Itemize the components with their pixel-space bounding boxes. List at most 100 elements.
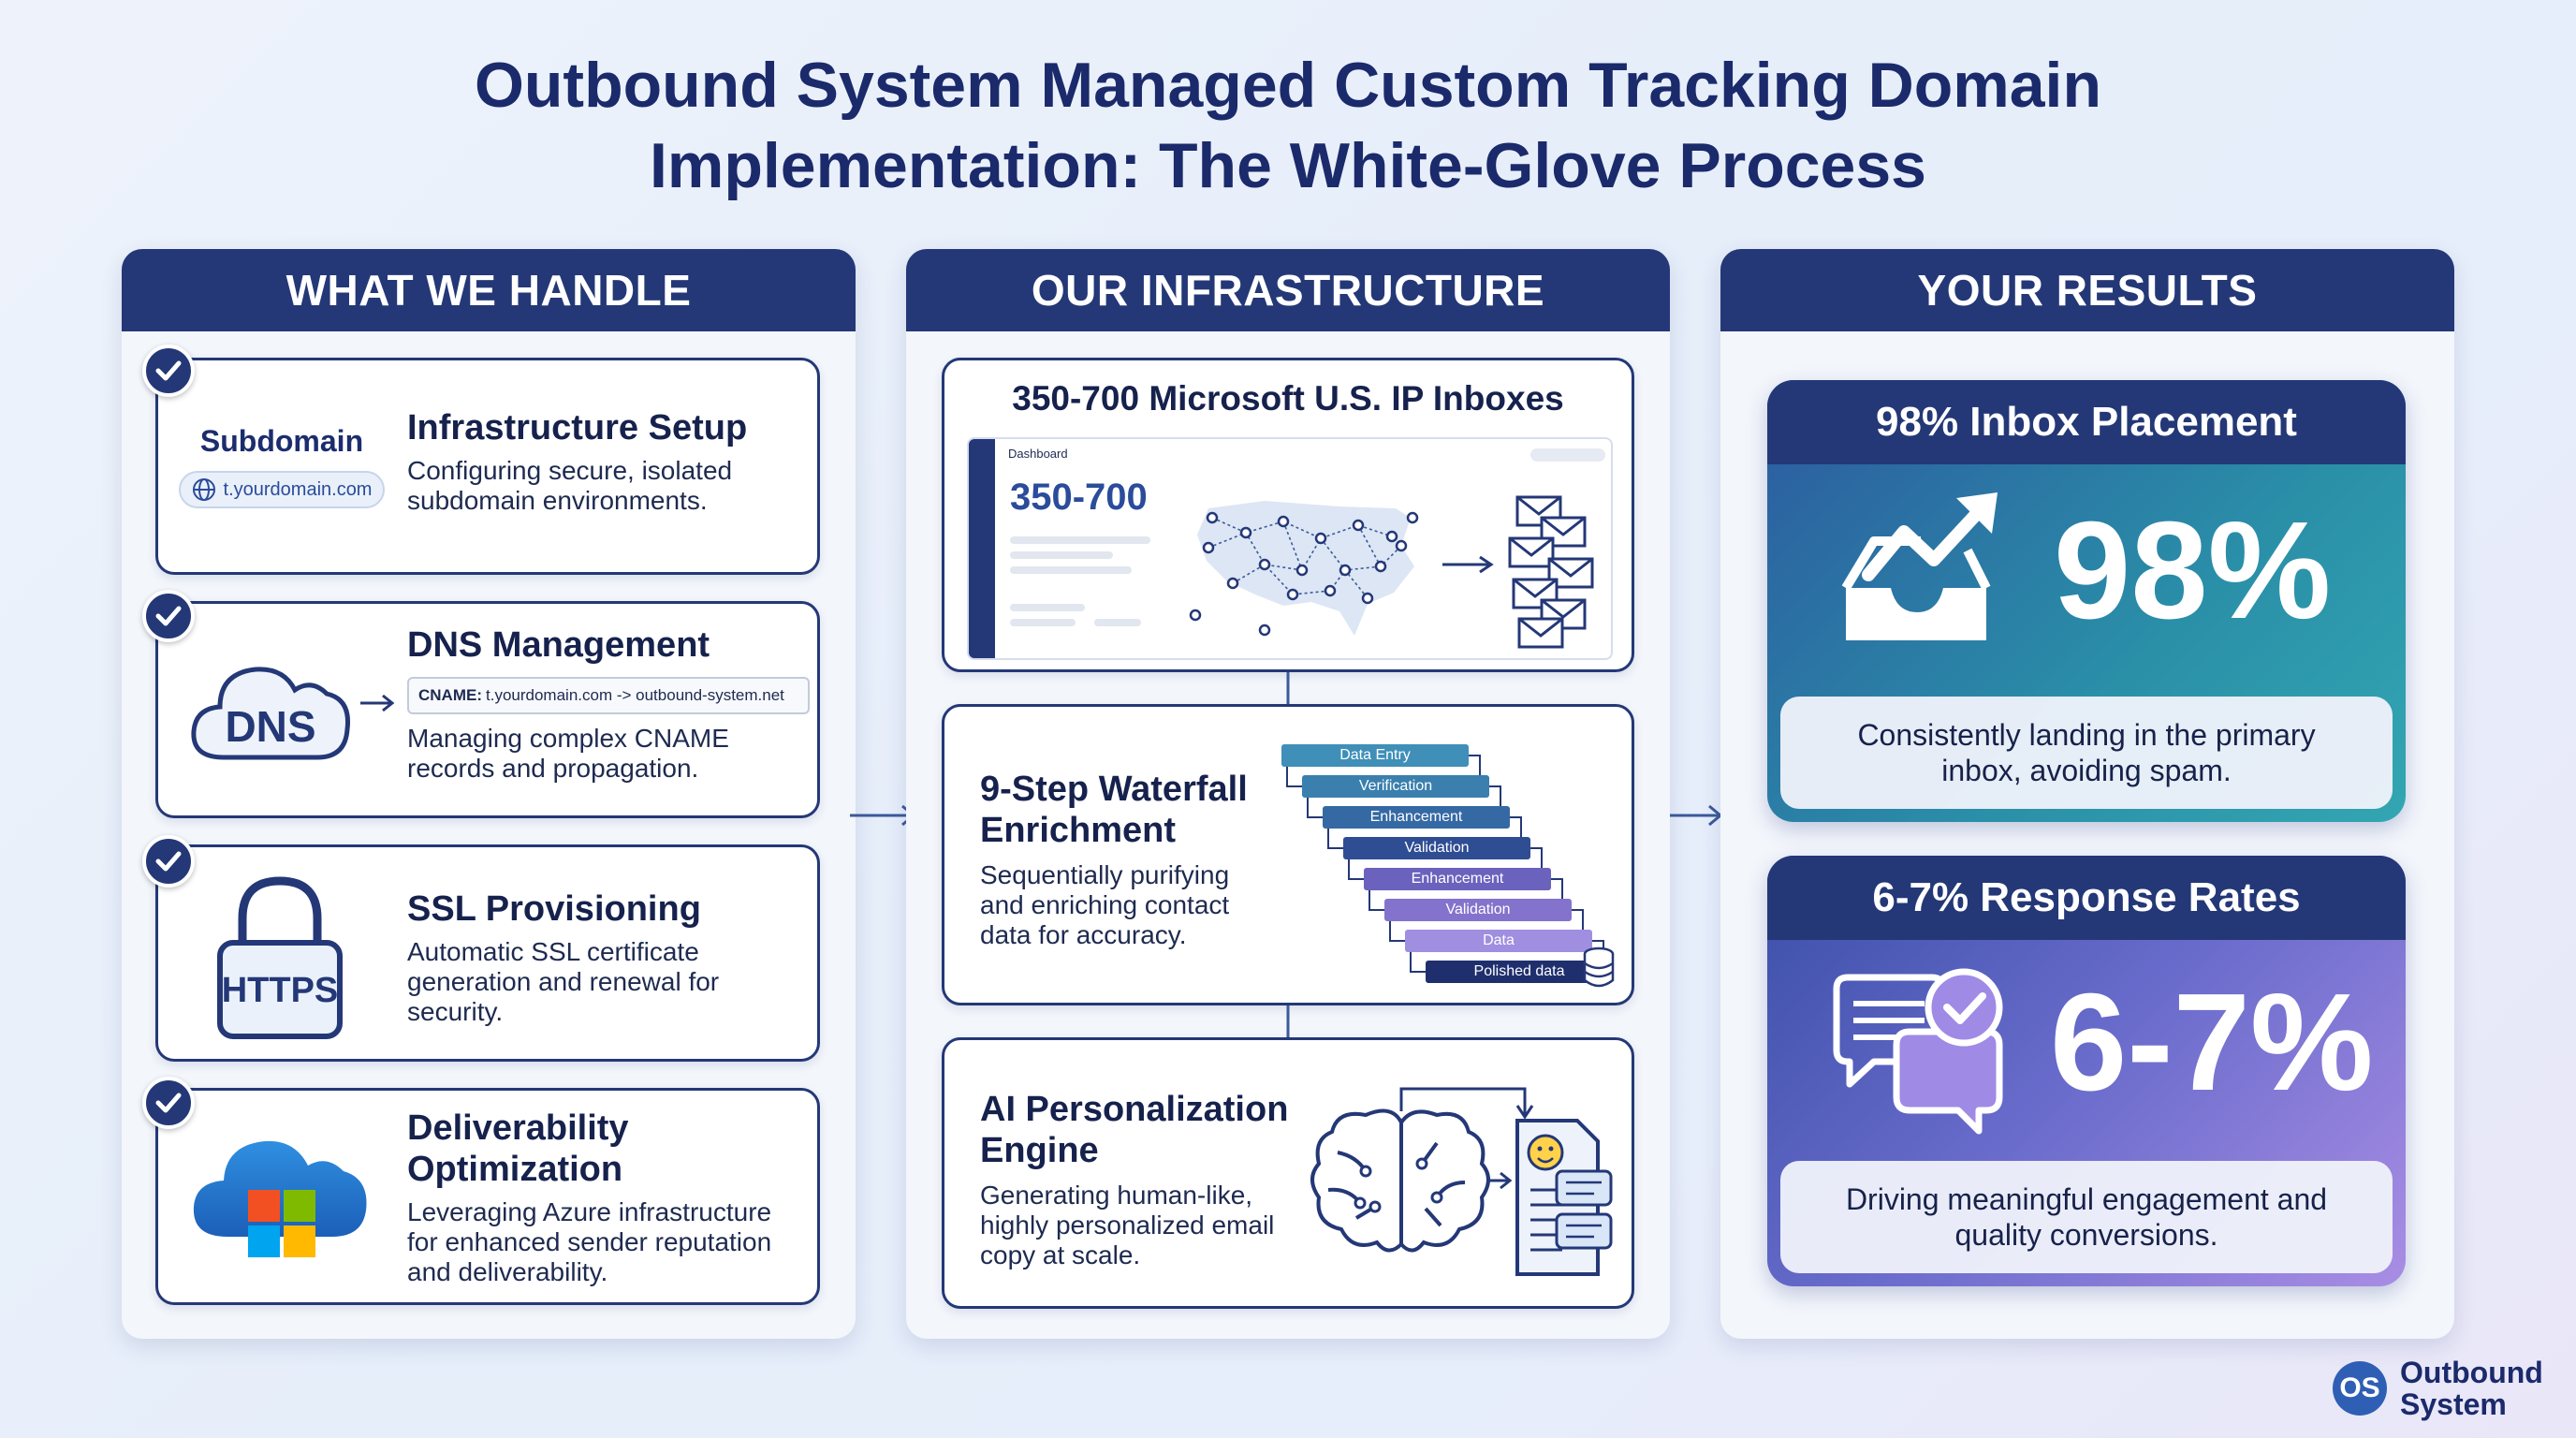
our-infrastructure-header: OUR INFRASTRUCTURE — [906, 249, 1670, 331]
waterfall-text: 9-Step Waterfall Enrichment Sequentially… — [980, 769, 1289, 950]
dns-management-card: DNS DNS Management CNAME: t.yourdomain.c… — [155, 601, 820, 818]
ai-title-2: Engine — [980, 1131, 1099, 1170]
waterfall-connector — [1489, 785, 1501, 814]
ai-title-1: AI Personalization — [980, 1090, 1289, 1129]
deliverability-optimization-card: Deliverability Optimization Leveraging A… — [155, 1088, 820, 1305]
dns-management-text: DNS Management CNAME: t.yourdomain.com -… — [407, 624, 810, 784]
infrastructure-setup-text: Infrastructure Setup Configuring secure,… — [407, 407, 800, 516]
deliverability-desc-2: for enhanced sender reputation — [407, 1227, 772, 1256]
check-icon — [142, 1077, 195, 1129]
ip-inboxes-card: 350-700 Microsoft U.S. IP Inboxes Dashbo… — [942, 358, 1634, 672]
waterfall-connector — [1410, 952, 1426, 973]
deliverability-title-1: Deliverability — [407, 1108, 629, 1148]
waterfall-step: Validation — [1384, 899, 1572, 921]
globe-icon — [192, 478, 215, 501]
inbox-placement-desc: Consistently landing in the primary inbo… — [1780, 697, 2393, 809]
arrow-right-icon — [360, 694, 395, 712]
waterfall-connector — [1510, 816, 1522, 844]
subdomain-pill-text: t.yourdomain.com — [223, 478, 373, 500]
dashboard-bar — [1010, 619, 1076, 626]
waterfall-connector — [1572, 909, 1584, 937]
waterfall-step: Enhancement — [1323, 806, 1510, 829]
infrastructure-setup-desc-1: Configuring secure, isolated — [407, 456, 733, 485]
ssl-desc-1: Automatic SSL certificate — [407, 937, 699, 966]
waterfall-connector — [1327, 829, 1343, 849]
envelope-stack-icon — [1508, 495, 1594, 649]
waterfall-step: Data — [1405, 930, 1592, 952]
check-icon — [142, 835, 195, 888]
deliverability-text: Deliverability Optimization Leveraging A… — [407, 1108, 810, 1287]
waterfall-step: Polished data — [1426, 961, 1613, 983]
waterfall-enrichment-card: 9-Step Waterfall Enrichment Sequentially… — [942, 704, 1634, 1005]
waterfall-desc-3: data for accuracy. — [980, 920, 1187, 949]
ai-desc-2: highly personalized email — [980, 1211, 1275, 1240]
brand-name-line-2: System — [2400, 1387, 2507, 1421]
chat-check-icon — [1833, 968, 2003, 1135]
dns-management-desc-2: records and propagation. — [407, 754, 699, 783]
response-rates-desc-2: quality conversions. — [1954, 1218, 2218, 1252]
ssl-desc-2: generation and renewal for — [407, 967, 720, 996]
dashboard-bar — [1010, 536, 1150, 544]
inbox-placement-title: 98% Inbox Placement — [1767, 380, 2406, 464]
dashboard-search-bar — [1530, 448, 1605, 462]
dashboard-bar — [1010, 566, 1132, 574]
response-rates-desc: Driving meaningful engagement and qualit… — [1780, 1161, 2393, 1273]
deliverability-desc-1: Leveraging Azure infrastructure — [407, 1197, 772, 1226]
dashboard-value: 350-700 — [1010, 477, 1148, 518]
dns-cloud-icon — [191, 667, 351, 760]
inbox-placement-card: 98% Inbox Placement 98% Consistently lan… — [1767, 380, 2406, 822]
ssl-provisioning-title: SSL Provisioning — [407, 889, 701, 929]
inbox-growth-icon — [1841, 492, 1998, 640]
padlock-icon — [217, 876, 343, 1039]
ip-inboxes-title: 350-700 Microsoft U.S. IP Inboxes — [1012, 379, 1564, 418]
inbox-placement-value: 98% — [2054, 493, 2332, 648]
ai-personalization-card: AI Personalization Engine Generating hum… — [942, 1037, 1634, 1309]
waterfall-step: Data Entry — [1281, 744, 1469, 767]
dns-management-desc-1: Managing complex CNAME — [407, 724, 729, 753]
subdomain-label: Subdomain — [199, 424, 364, 458]
deliverability-title-2: Optimization — [407, 1150, 623, 1189]
waterfall-connector — [1551, 878, 1563, 906]
check-icon — [142, 590, 195, 642]
your-results-header: YOUR RESULTS — [1720, 249, 2454, 331]
brand-initials-badge: OS — [2333, 1361, 2387, 1416]
dns-cloud-text: DNS — [225, 702, 316, 751]
cname-record-box: CNAME: t.yourdomain.com -> outbound-syst… — [407, 677, 810, 714]
title-line-2: Implementation: The White-Glove Process — [649, 130, 1927, 201]
ssl-desc-3: security. — [407, 997, 504, 1026]
arrow-right-icon — [1442, 555, 1494, 574]
subdomain-pill: t.yourdomain.com — [179, 471, 385, 508]
waterfall-desc-2: and enriching contact — [980, 890, 1230, 919]
response-rates-value: 6-7% — [2050, 965, 2374, 1120]
inbox-placement-desc-2: inbox, avoiding spam. — [1941, 754, 2232, 787]
infrastructure-setup-card: Subdomain t.yourdomain.com Infrastructur… — [155, 358, 820, 575]
brand-name-line-1: Outbound — [2400, 1356, 2543, 1389]
response-rates-title: 6-7% Response Rates — [1767, 856, 2406, 940]
brand-logo: OS Outbound System — [2333, 1356, 2557, 1421]
dashboard-mockup: Dashboard 350-700 — [967, 437, 1613, 660]
inbox-placement-desc-1: Consistently landing in the primary — [1857, 718, 2316, 752]
ssl-provisioning-text: SSL Provisioning Automatic SSL certifica… — [407, 888, 810, 1027]
padlock-text: HTTPS — [221, 971, 339, 1010]
waterfall-title-2: Enrichment — [980, 811, 1177, 850]
waterfall-connector — [1530, 847, 1543, 875]
ai-brain-document-icon — [1310, 1087, 1613, 1276]
waterfall-desc-1: Sequentially purifying — [980, 860, 1230, 889]
waterfall-connector — [1469, 755, 1481, 783]
waterfall-connectors — [1286, 755, 1604, 973]
waterfall-connector — [1286, 767, 1302, 787]
waterfall-title-1: 9-Step Waterfall — [980, 770, 1248, 809]
dashboard-label: Dashboard — [1008, 447, 1068, 461]
subdomain-badge: Subdomain t.yourdomain.com — [179, 422, 385, 508]
waterfall-step: Verification — [1302, 775, 1489, 798]
ai-desc-3: copy at scale. — [980, 1240, 1141, 1269]
cname-value: t.yourdomain.com -> outbound-system.net — [486, 686, 784, 704]
waterfall-connector — [1389, 921, 1405, 942]
ai-desc-1: Generating human-like, — [980, 1181, 1253, 1210]
database-icon — [1583, 946, 1615, 988]
dashboard-bar — [1010, 551, 1113, 559]
title-line-1: Outbound System Managed Custom Tracking … — [475, 50, 2101, 121]
azure-cloud-icon — [193, 1140, 367, 1257]
waterfall-connector — [1307, 798, 1323, 818]
